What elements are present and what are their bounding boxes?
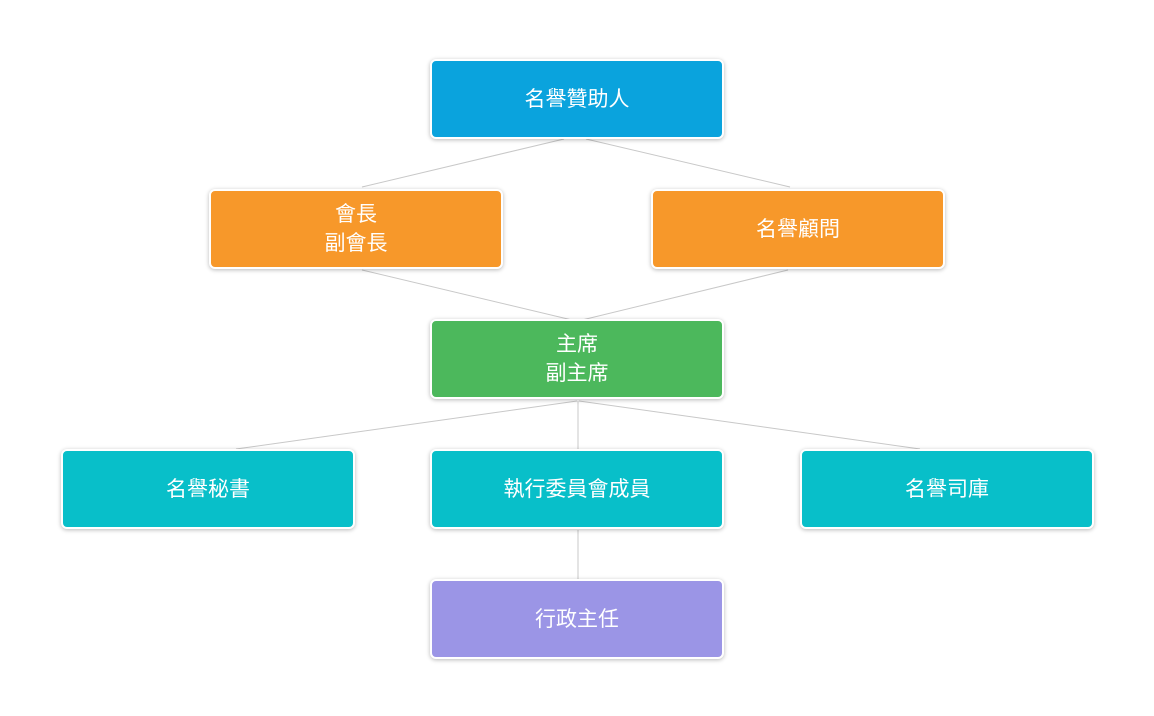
node-patron-label: 名譽贊助人 bbox=[524, 86, 630, 111]
node-honorary-treasurer-label: 名譽司庫 bbox=[905, 476, 989, 501]
node-chairman[interactable]: 主席 副主席 bbox=[430, 319, 724, 399]
edge-chairman-secretary bbox=[235, 400, 578, 450]
node-honorary-advisor[interactable]: 名譽顧問 bbox=[651, 189, 945, 269]
edge-patron-advisor bbox=[585, 138, 791, 188]
node-president[interactable]: 會長 副會長 bbox=[209, 189, 503, 269]
node-president-label-2: 副會長 bbox=[324, 231, 388, 255]
node-committee-members-label: 執行委員會成員 bbox=[503, 476, 651, 501]
edge-advisor-chairman bbox=[581, 269, 789, 321]
node-honorary-secretary-label: 名譽秘書 bbox=[166, 476, 250, 501]
edge-president-chairman bbox=[361, 269, 573, 321]
node-committee-members[interactable]: 執行委員會成員 bbox=[430, 449, 724, 529]
edge-chairman-treasurer bbox=[578, 400, 921, 450]
node-honorary-advisor-label: 名譽顧問 bbox=[756, 216, 840, 241]
node-honorary-treasurer[interactable]: 名譽司庫 bbox=[800, 449, 1094, 529]
node-honorary-secretary[interactable]: 名譽秘書 bbox=[61, 449, 355, 529]
node-chairman-label-1: 主席 bbox=[556, 332, 598, 356]
edge-patron-president bbox=[361, 138, 565, 188]
node-president-label-1: 會長 bbox=[335, 202, 377, 226]
node-executive-director[interactable]: 行政主任 bbox=[430, 579, 724, 659]
node-chairman-label-2: 副主席 bbox=[545, 361, 609, 385]
node-executive-director-label: 行政主任 bbox=[535, 606, 619, 631]
node-patron[interactable]: 名譽贊助人 bbox=[430, 59, 724, 139]
